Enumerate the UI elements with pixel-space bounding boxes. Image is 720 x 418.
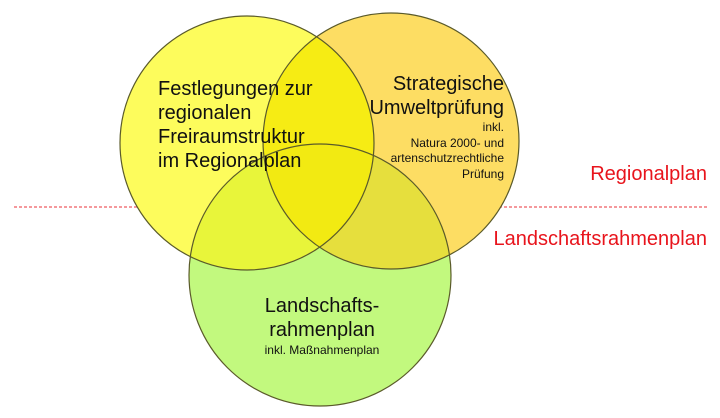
regionalplan-level-label: Regionalplan <box>590 163 707 185</box>
overlap-regional-lrp <box>189 144 374 270</box>
outline-sup <box>262 12 520 270</box>
landschaftsrahmenplan-level-label: Landschaftsrahmenplan <box>493 228 707 250</box>
outline-landschaftsrahmenplan <box>188 143 452 407</box>
subtitle-line: Prüfung <box>461 166 504 181</box>
title-line: Umweltprüfung <box>369 97 504 119</box>
title-line: rahmenplan <box>269 319 375 341</box>
subtitle-line: artenschutzrechtliche <box>390 151 504 165</box>
title-line: Freiraumstruktur <box>158 126 305 148</box>
title-line: Festlegungen zur <box>158 78 313 100</box>
title-line: im Regionalplan <box>158 150 302 172</box>
sup-circle-label: Strategische Umweltprüfung inkl. Natura … <box>369 72 504 182</box>
regionalplan-circle-label: Festlegungen zur regionalen Freiraumstru… <box>158 77 313 173</box>
title-line: Landschafts- <box>264 295 380 317</box>
title-line: regionalen <box>158 102 252 124</box>
title-line: Strategische <box>392 73 504 95</box>
subtitle-line: inkl. Maßnahmenplan <box>264 343 380 357</box>
lrp-circle-label: Landschafts- rahmenplan inkl. Maßnahmenp… <box>222 294 422 358</box>
subtitle-line: inkl. <box>482 120 504 134</box>
overlap-sup-lrp <box>263 144 451 269</box>
outline-regionalplan <box>119 15 375 271</box>
subtitle-line: Natura 2000- und <box>410 135 504 150</box>
